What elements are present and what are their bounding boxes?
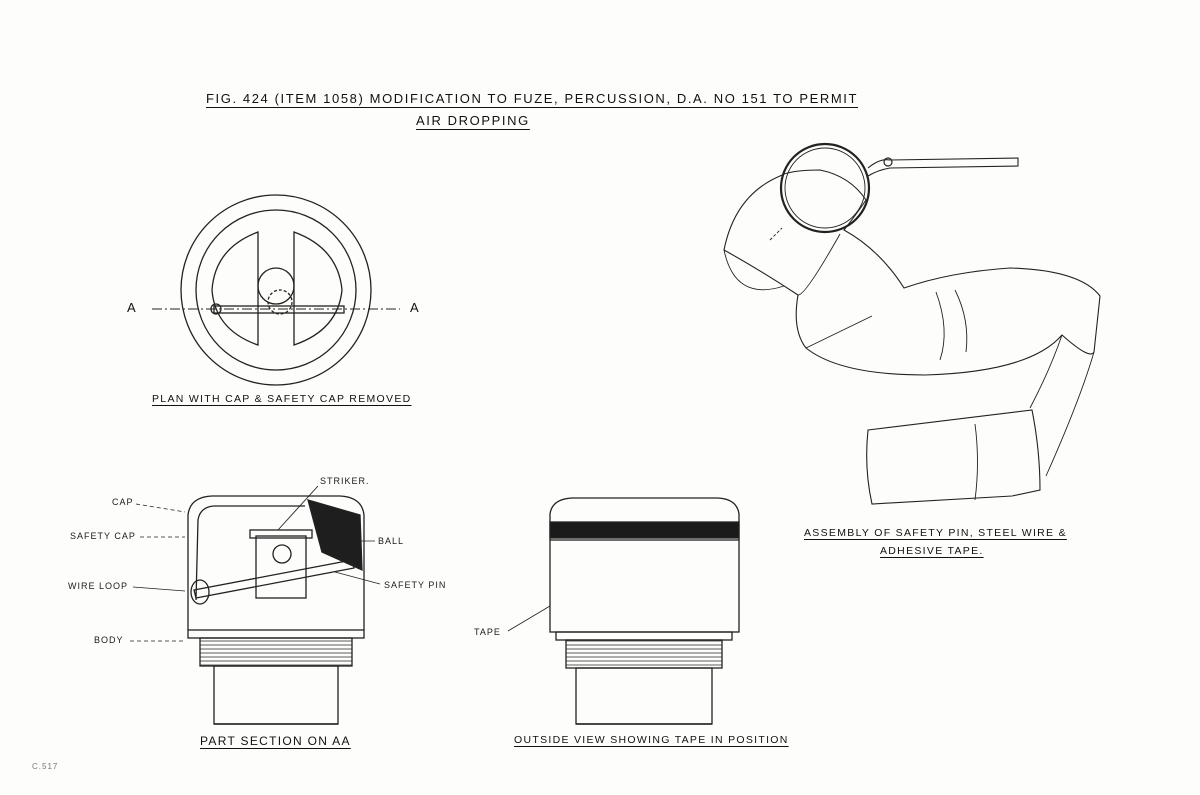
section-body-band: [187, 629, 365, 639]
section-threads: [199, 637, 353, 667]
outside-shank: [575, 667, 713, 725]
figure-title-line-1: Fig. 424 (Item 1058) Modification to Fuz…: [206, 91, 859, 106]
assembly-steel-wire: [867, 157, 1019, 177]
label-cap: Cap: [112, 497, 134, 507]
plan-view-drawing: [152, 194, 400, 386]
assembly-adhesive-tape: [723, 169, 1101, 376]
plan-safety-pin: [213, 305, 345, 314]
assembly-pin-ring: [779, 142, 871, 234]
figure-title-line-2: Air Dropping: [416, 113, 530, 128]
plan-inner-ring: [195, 209, 357, 371]
outside-tape-dark-band: [549, 521, 740, 539]
section-striker: [255, 535, 307, 599]
label-wire-loop: Wire Loop: [68, 581, 129, 591]
section-safety-cap: [195, 505, 305, 601]
section-safety-pin: [193, 559, 355, 599]
assembly-view-drawing: [723, 142, 1101, 505]
section-view-caption: Part Section on AA: [200, 734, 351, 748]
plan-outer-ring: [180, 194, 372, 386]
plan-view-caption: Plan with Cap & Safety Cap Removed: [152, 393, 412, 405]
label-tape: Tape: [474, 627, 501, 637]
outside-threads: [565, 639, 723, 669]
outside-body-band: [555, 631, 733, 641]
section-cap-outline: [187, 495, 365, 630]
outside-tape-body: [549, 539, 740, 633]
plan-left-segment: [211, 231, 259, 346]
section-shank: [213, 665, 339, 725]
plan-right-segment: [293, 231, 343, 346]
section-mark-left: A: [127, 300, 136, 315]
section-wire-loop: [190, 579, 210, 605]
label-ball: Ball: [378, 536, 405, 546]
section-ball: [272, 544, 292, 564]
assembly-caption-line-1: Assembly of Safety Pin, Steel Wire &: [804, 527, 1067, 539]
section-mark-right: A: [410, 300, 419, 315]
outside-view-drawing: [507, 497, 740, 725]
label-safety-pin: Safety Pin: [384, 580, 447, 590]
outside-view-caption: Outside View Showing Tape in Position: [514, 734, 789, 746]
section-hatched-region: [307, 499, 363, 572]
section-view-drawing: [130, 485, 381, 725]
margin-note: C.517: [32, 762, 59, 771]
label-safety-cap: Safety Cap: [70, 531, 136, 541]
outside-cap-top: [549, 497, 740, 540]
plan-ball-dashed: [267, 289, 293, 315]
assembly-tape-strip: [866, 409, 1041, 505]
plan-striker-circle: [257, 267, 295, 305]
label-body: Body: [94, 635, 124, 645]
section-striker-head: [249, 529, 313, 539]
label-striker: Striker.: [320, 476, 370, 486]
section-striker-leader: [277, 485, 319, 531]
assembly-caption-line-2: Adhesive Tape.: [880, 545, 984, 557]
